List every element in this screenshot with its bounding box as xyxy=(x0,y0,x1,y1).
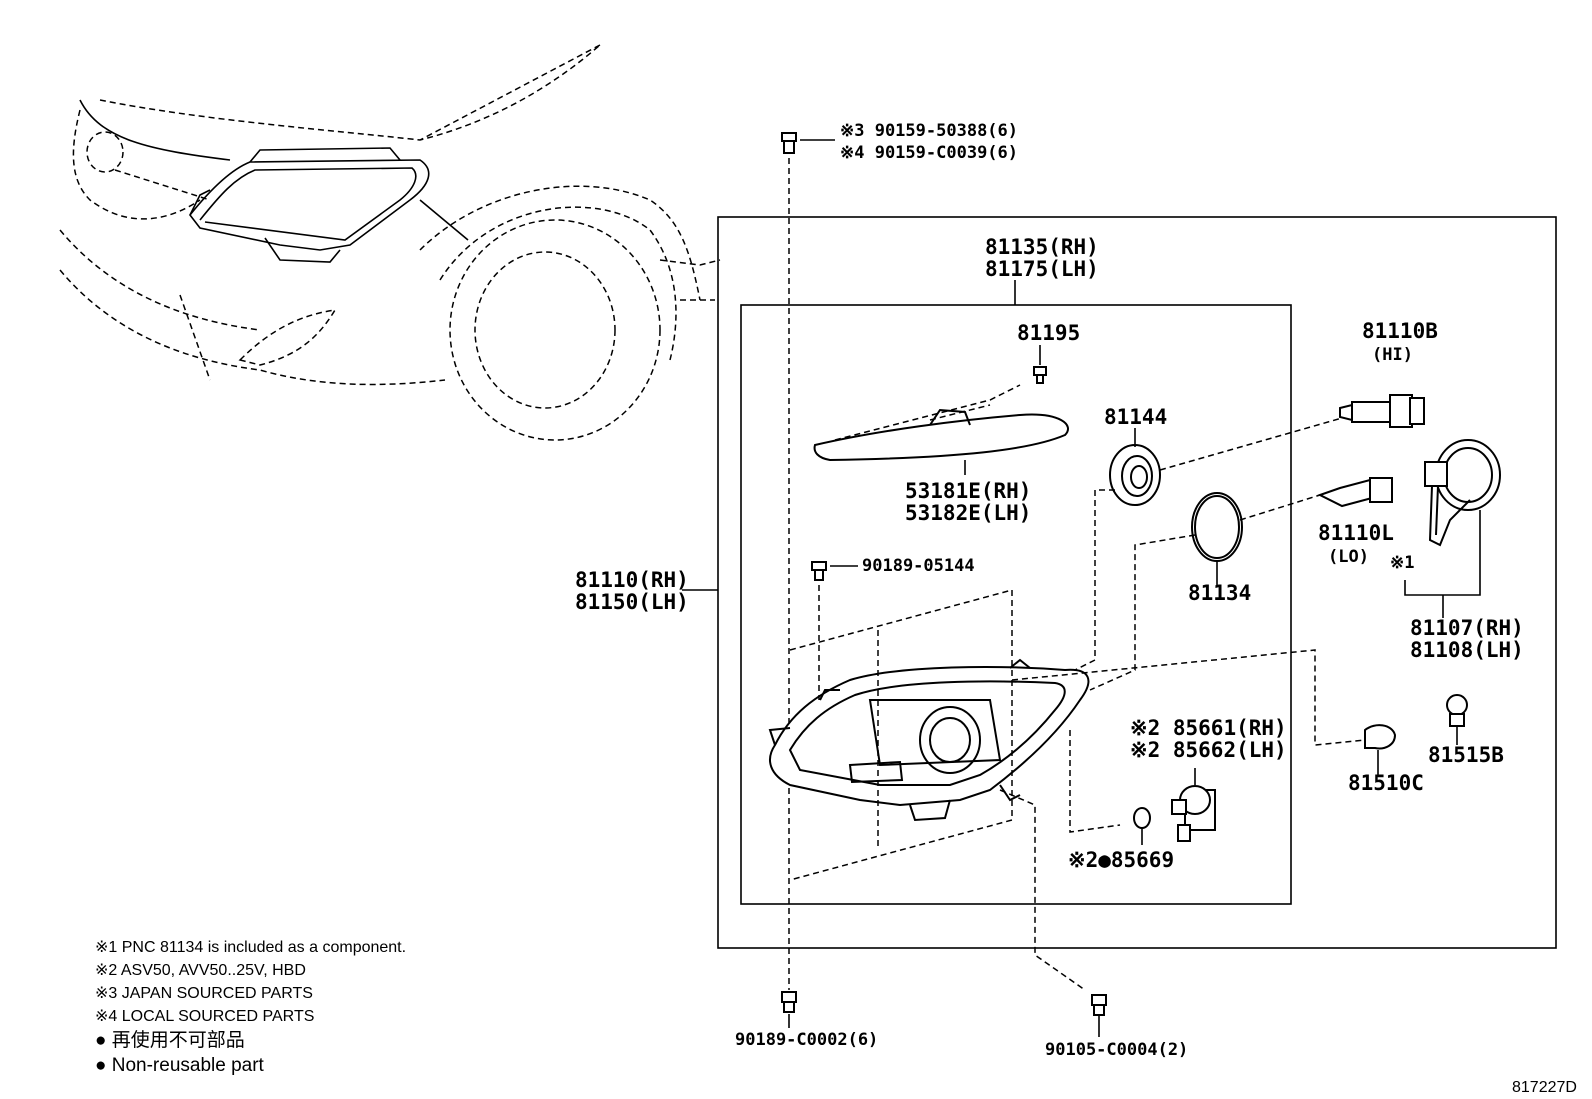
label-screw-81195: 81195 xyxy=(1017,321,1080,345)
label-bolt-top-b: ※4 90159-C0039(6) xyxy=(840,143,1018,163)
socket-81107-icon xyxy=(1424,439,1501,547)
motor-85661-icon xyxy=(1171,785,1216,842)
label-assy-rh: 81110(RH) xyxy=(575,568,689,592)
label-socket-81515b: 81515B xyxy=(1428,743,1504,767)
label-bulb-lo-tag: (LO) xyxy=(1328,547,1369,567)
bulb-hi-icon xyxy=(1339,394,1425,428)
headlamp-unit-icon xyxy=(768,658,1090,822)
label-screw-bottom: 90105-C0004(2) xyxy=(1045,1040,1188,1060)
label-bulb-hi-no: 81110B xyxy=(1362,319,1438,343)
gasket-85669-icon xyxy=(1133,807,1151,829)
label-note1-mark: ※1 xyxy=(1390,553,1414,573)
label-bolt-top-a: ※3 90159-50388(6) xyxy=(840,121,1018,141)
label-motor-lh: ※2 85662(LH) xyxy=(1130,738,1287,762)
label-motor-rh: ※2 85661(RH) xyxy=(1130,716,1287,740)
footnote-2: ※2 ASV50, AVV50..25V, HBD xyxy=(95,962,306,979)
screw-05144-icon xyxy=(811,561,827,581)
screw-81195-icon xyxy=(1033,366,1047,384)
bolt-top-icon xyxy=(781,132,797,154)
label-nut-bottom: 90189-C0002(6) xyxy=(735,1030,878,1050)
label-screw-05144: 90189-05144 xyxy=(862,556,975,576)
socket-81515b-icon xyxy=(1446,694,1468,727)
assembly-outer-frame xyxy=(717,216,1557,949)
label-gasket-85669: ※2●85669 xyxy=(1068,848,1174,872)
bulb-lo-icon xyxy=(1317,477,1393,508)
footnote-5: ● 再使用不可部品 xyxy=(95,1029,245,1051)
label-bulb-hi-tag: (HI) xyxy=(1372,345,1413,365)
label-bulb-81510c: 81510C xyxy=(1348,771,1424,795)
label-socket-lh: 81108(LH) xyxy=(1410,638,1524,662)
label-socket-rh: 81107(RH) xyxy=(1410,616,1524,640)
label-bulb-lo-no: 81110L xyxy=(1318,521,1394,545)
footnotes: ※1 PNC 81134 is included as a component.… xyxy=(95,939,406,1076)
bulb-81510c-icon xyxy=(1364,724,1397,750)
footnote-6: ● Non-reusable part xyxy=(95,1055,265,1076)
label-garnish-lh: 53182E(LH) xyxy=(905,501,1031,525)
housing-inner-frame xyxy=(740,304,1292,905)
screw-bottom-icon xyxy=(1091,994,1107,1016)
label-housing-lh: 81175(LH) xyxy=(985,257,1099,281)
label-assy-lh: 81150(LH) xyxy=(575,590,689,614)
label-cover-81144: 81144 xyxy=(1104,405,1167,429)
footnote-4: ※4 LOCAL SOURCED PARTS xyxy=(95,1008,314,1025)
ring-81134-icon xyxy=(1191,492,1243,562)
cover-81144-icon xyxy=(1109,444,1161,506)
vehicle-front-illustration xyxy=(59,44,721,441)
nut-bottom-icon xyxy=(781,991,797,1013)
footnote-3: ※3 JAPAN SOURCED PARTS xyxy=(95,985,313,1002)
reference-code: 817227D xyxy=(1512,1079,1577,1096)
garnish-icon xyxy=(813,408,1069,462)
label-housing-rh: 81135(RH) xyxy=(985,235,1099,259)
label-ring-81134: 81134 xyxy=(1188,581,1251,605)
label-garnish-rh: 53181E(RH) xyxy=(905,479,1031,503)
footnote-1: ※1 PNC 81134 is included as a component. xyxy=(95,939,406,956)
